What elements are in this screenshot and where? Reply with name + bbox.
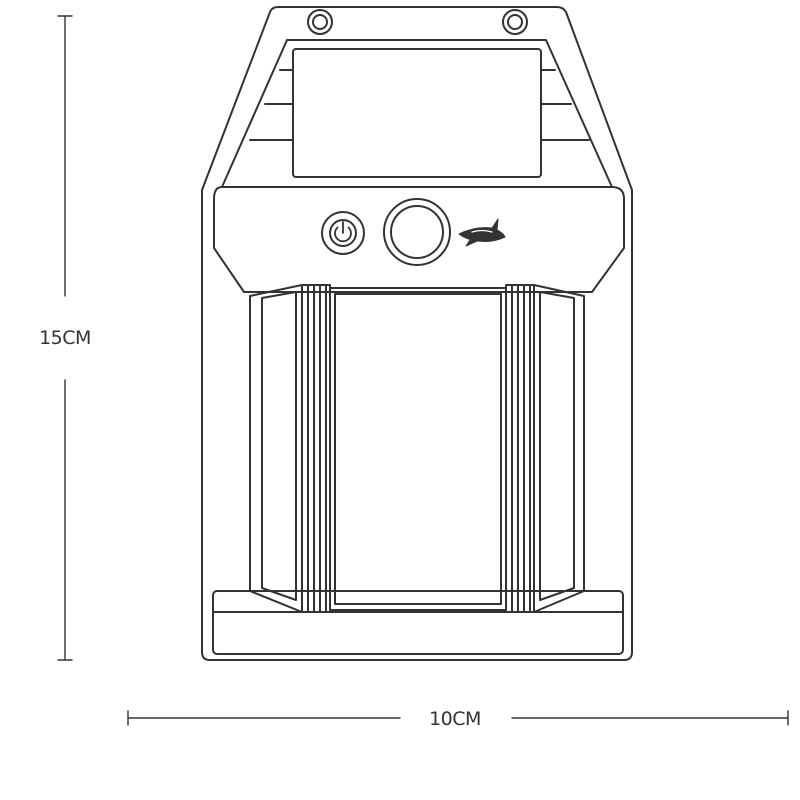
base-plate	[212, 590, 624, 655]
solar-right-steps	[540, 69, 590, 141]
mounting-hole-right	[502, 9, 528, 35]
height-label: 15CM	[39, 327, 91, 349]
pir-sensor	[383, 198, 451, 266]
shark-logo-icon	[458, 218, 506, 247]
height-dimension	[57, 15, 73, 661]
control-bar	[213, 186, 625, 293]
housing-outline	[201, 6, 633, 661]
power-icon	[334, 221, 352, 243]
width-dimension	[127, 710, 789, 726]
width-label: 10CM	[429, 708, 481, 730]
front-window-frame	[329, 287, 507, 611]
left-side-panel-inner	[261, 291, 297, 601]
power-button[interactable]	[321, 211, 365, 255]
front-window	[334, 293, 502, 605]
power-button-inner	[329, 219, 357, 247]
power-button-outer	[321, 211, 365, 255]
solar-frame	[221, 39, 613, 188]
solar-panel	[292, 48, 542, 178]
right-side-panel	[533, 284, 585, 613]
solar-left-steps	[249, 69, 294, 141]
mounting-hole-left	[307, 9, 333, 35]
right-side-panel-inner	[539, 291, 575, 601]
right-ribbed-post	[505, 284, 535, 613]
left-ribbed-post	[301, 284, 331, 613]
left-side-panel	[249, 284, 303, 613]
